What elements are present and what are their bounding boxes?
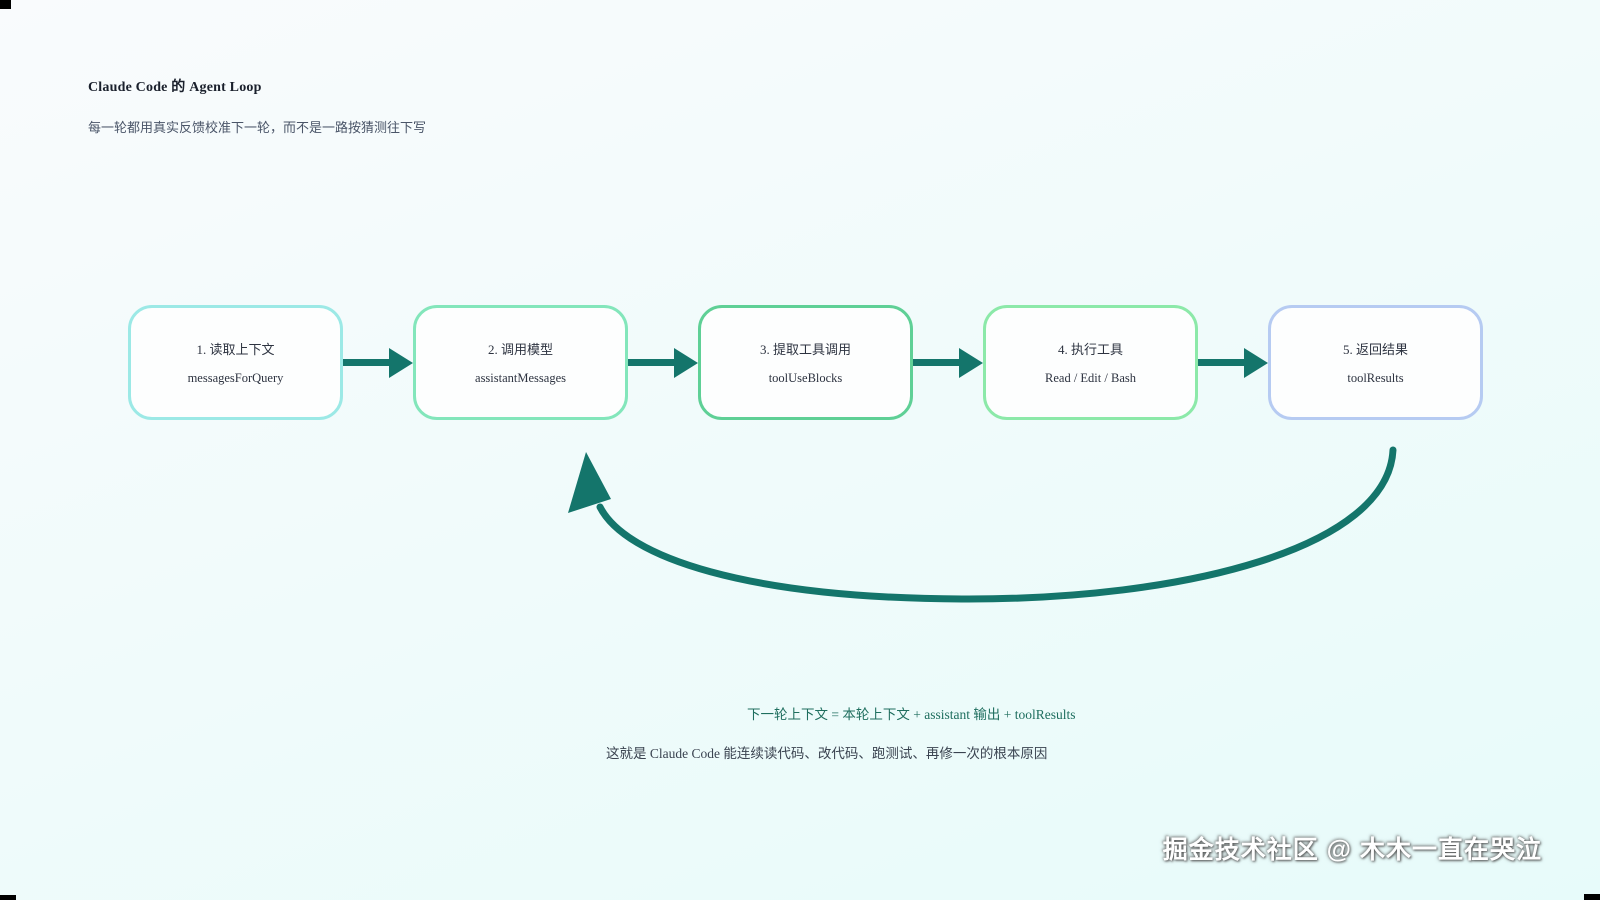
- step-sublabel: Read / Edit / Bash: [1045, 371, 1136, 385]
- step-label: 4. 执行工具: [1057, 342, 1123, 357]
- arrow-shaft: [913, 359, 959, 366]
- step-label: 1. 读取上下文: [196, 342, 275, 357]
- step-label: 2. 调用模型: [487, 342, 553, 357]
- diagram-header: Claude Code 的 Agent Loop 每一轮都用真实反馈校准下一轮，…: [88, 76, 426, 136]
- step-box-return-results: 5. 返回结果 toolResults: [1268, 305, 1483, 420]
- step-box-execute-tools: 4. 执行工具 Read / Edit / Bash: [983, 305, 1198, 420]
- arrow-head: [1244, 347, 1268, 378]
- arrow-head: [959, 347, 983, 378]
- step-label: 5. 返回结果: [1342, 342, 1408, 357]
- flow-arrow-icon: [628, 305, 698, 420]
- corner-artifact-top-left: [0, 0, 11, 9]
- step-box-call-model: 2. 调用模型 assistantMessages: [413, 305, 628, 420]
- arrow-shaft: [343, 359, 389, 366]
- step-sublabel: messagesForQuery: [187, 371, 284, 385]
- corner-artifact-bottom-left: [0, 895, 16, 900]
- loop-back-arrow-curve: [596, 446, 1397, 603]
- step-sublabel: toolUseBlocks: [768, 371, 843, 385]
- conclusion-text: 这就是 Claude Code 能连续读代码、改代码、跑测试、再修一次的根本原因: [606, 746, 1048, 761]
- flow-arrow-icon: [913, 305, 983, 420]
- arrow-shaft: [628, 359, 674, 366]
- arrow-head: [674, 347, 698, 378]
- arrow-head: [389, 347, 413, 378]
- flow-arrow-icon: [343, 305, 413, 420]
- corner-artifact-bottom-right: [1584, 894, 1600, 900]
- step-sublabel: assistantMessages: [475, 371, 566, 385]
- arrow-shaft: [1198, 359, 1244, 366]
- flow-arrow-icon: [1198, 305, 1268, 420]
- step-box-read-context: 1. 读取上下文 messagesForQuery: [128, 305, 343, 420]
- page-subtitle: 每一轮都用真实反馈校准下一轮，而不是一路按猜测往下写: [88, 120, 427, 135]
- context-formula-text: 下一轮上下文 = 本轮上下文 + assistant 输出 + toolResu…: [747, 707, 1076, 722]
- loop-back-arrow-head: [568, 452, 611, 513]
- step-sublabel: toolResults: [1347, 371, 1404, 385]
- page-title: Claude Code 的 Agent Loop: [88, 80, 262, 95]
- agent-loop-flow: 1. 读取上下文 messagesForQuery 2. 调用模型 assist…: [128, 305, 1483, 420]
- watermark-text: 掘金技术社区 @ 木木一直在哭泣: [1162, 836, 1542, 864]
- step-box-extract-tool-calls: 3. 提取工具调用 toolUseBlocks: [698, 305, 913, 420]
- step-label: 3. 提取工具调用: [759, 342, 851, 357]
